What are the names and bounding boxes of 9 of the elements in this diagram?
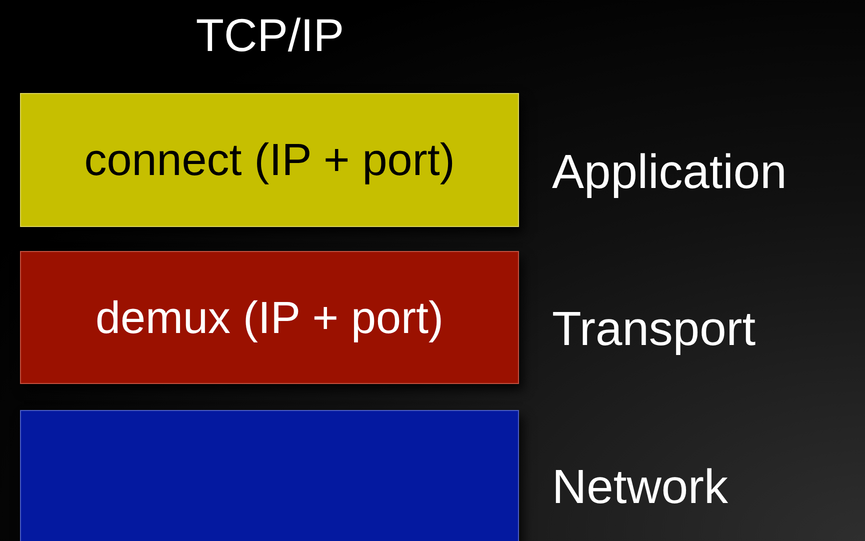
diagram-title: TCP/IP — [194, 8, 346, 62]
layer-box — [20, 410, 519, 541]
layer-name: Network — [552, 460, 728, 515]
layer-function-text: connect (IP + port) — [84, 134, 455, 186]
layer-box — [20, 93, 519, 227]
layer-name: Application — [552, 145, 787, 200]
layer-function-text: demux (IP + port) — [95, 292, 444, 344]
layer-box — [20, 251, 519, 384]
layer-name: Transport — [552, 302, 756, 357]
